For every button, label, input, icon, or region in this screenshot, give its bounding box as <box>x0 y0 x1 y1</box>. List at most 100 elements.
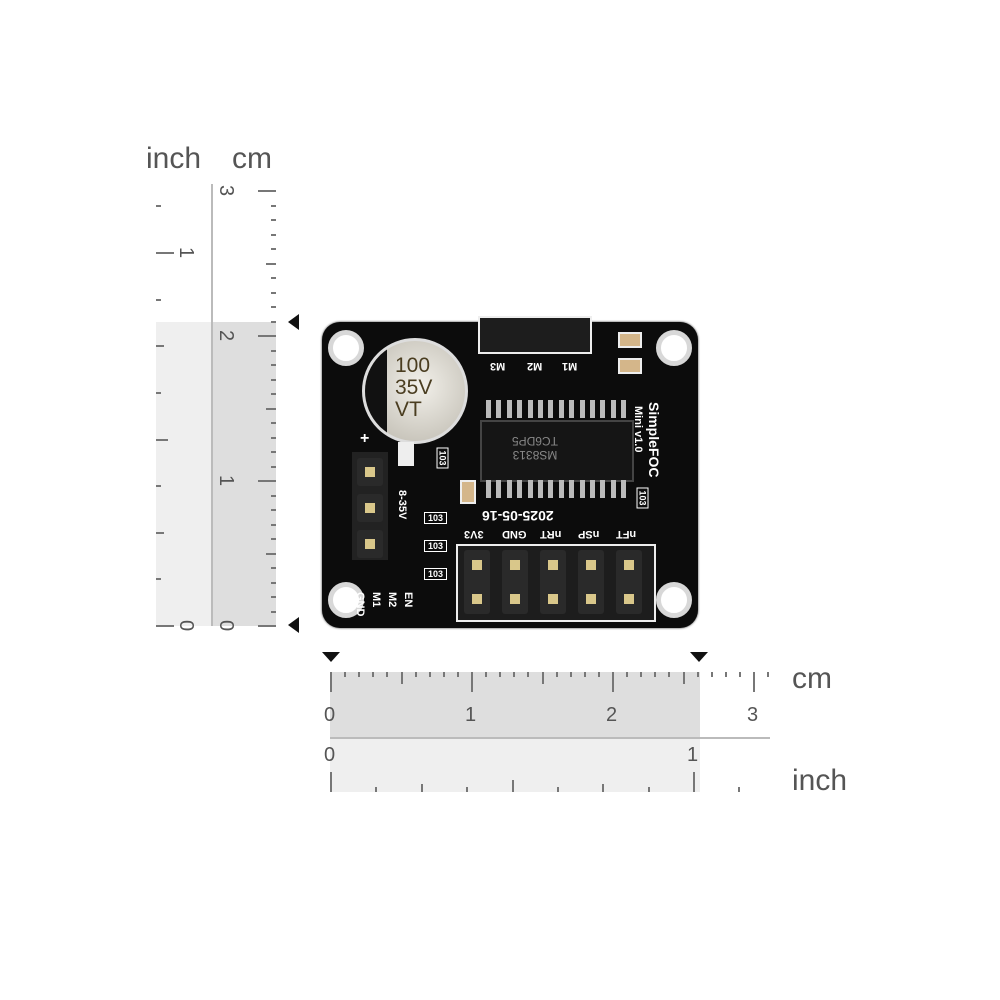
cm-tick <box>271 567 276 569</box>
mounting-hole <box>656 330 692 366</box>
cm-tick <box>456 672 459 677</box>
cm-tick <box>271 538 276 540</box>
header-pin-label: nFT <box>616 528 637 540</box>
chip-pin <box>569 480 575 498</box>
cm-tick <box>414 672 417 677</box>
cm-unit-label: cm <box>232 142 272 175</box>
cm-tick <box>428 672 431 677</box>
inch-number: 0 <box>175 619 198 632</box>
power-pin <box>357 458 383 486</box>
resistor: 103 <box>636 487 649 509</box>
chip-pin <box>610 400 616 418</box>
header-pin-pair <box>502 550 528 614</box>
power-label: GND <box>354 592 366 617</box>
chip-pin <box>590 400 595 418</box>
cm-tick <box>738 672 741 677</box>
cm-tick <box>271 581 276 584</box>
inch-shade <box>156 322 212 626</box>
cm-tick <box>485 672 488 677</box>
motor-label: M1 <box>562 360 578 372</box>
board-version: Mini v1.0 <box>632 406 644 453</box>
marker-right <box>690 652 708 662</box>
chip-pin <box>496 480 502 498</box>
inch-tick <box>156 252 174 254</box>
chip-pin <box>486 400 491 418</box>
capacitor-value: 100 <box>395 354 431 377</box>
smd-capacitor <box>460 480 476 504</box>
inch-number: 1 <box>175 246 198 259</box>
cm-tick <box>266 552 276 555</box>
cm-tick <box>654 672 657 677</box>
cm-tick <box>710 672 713 677</box>
mounting-hole <box>328 582 364 618</box>
cm-tick <box>555 672 558 677</box>
cm-tick <box>767 672 770 677</box>
cm-tick <box>527 672 530 677</box>
header-pin-pair <box>616 550 642 614</box>
smd-component <box>618 332 642 348</box>
inch-number: 1 <box>687 744 699 766</box>
cm-tick <box>753 672 755 692</box>
board-title: SimpleFOC <box>646 402 662 478</box>
cm-shade <box>330 672 700 738</box>
cm-tick <box>724 672 727 677</box>
motor-label: M2 <box>527 360 543 372</box>
chip-pin <box>506 400 512 418</box>
cm-number: 2 <box>606 704 618 726</box>
cm-tick <box>499 672 502 677</box>
header-pin-label: 3V3 <box>464 528 484 540</box>
cm-tick <box>271 610 276 613</box>
chip-pin <box>558 480 564 498</box>
inch-shade <box>330 738 700 792</box>
electrolytic-capacitor: 100 35V VT <box>362 338 468 444</box>
chip-pin <box>527 400 533 418</box>
led <box>398 442 414 466</box>
header-pin-pair <box>540 550 566 614</box>
cm-tick <box>668 672 671 677</box>
motor-label: M3 <box>490 360 506 372</box>
cm-tick <box>266 407 276 410</box>
cm-tick <box>271 422 276 424</box>
cm-tick <box>541 672 544 684</box>
cm-tick <box>271 320 276 323</box>
cm-tick <box>271 465 276 468</box>
chip-pin <box>517 480 523 498</box>
chip-pin <box>579 400 585 418</box>
cm-shade <box>212 322 276 626</box>
cm-tick <box>513 672 516 677</box>
inch-tick <box>156 298 161 301</box>
chip-pin <box>506 480 512 498</box>
power-pin <box>357 494 383 522</box>
power-label: M2 <box>386 592 398 608</box>
inch-tick <box>156 625 174 627</box>
inch-unit-label: inch <box>792 764 848 797</box>
cm-tick <box>569 672 572 677</box>
cm-number: 0 <box>324 704 336 726</box>
inch-tick <box>330 772 332 792</box>
cm-tick <box>266 262 276 265</box>
cm-tick <box>271 364 276 366</box>
chip-pin <box>538 400 543 418</box>
header-pin-label: nSP <box>578 528 600 540</box>
cm-tick <box>597 672 600 677</box>
resistor: 103 <box>424 512 448 524</box>
ruler-divider <box>330 737 770 739</box>
chip-pin <box>590 480 595 498</box>
inch-tick <box>156 485 161 488</box>
cm-tick <box>271 509 276 511</box>
capacitor-series: VT <box>395 398 422 421</box>
chip-pin <box>558 400 564 418</box>
inch-unit-label: inch <box>146 142 202 175</box>
cm-number: 0 <box>215 619 238 632</box>
inch-tick <box>693 772 695 792</box>
mounting-hole <box>656 582 692 618</box>
cm-tick <box>583 672 586 677</box>
inch-tick <box>556 787 559 792</box>
chip-pin <box>517 400 523 418</box>
cm-tick <box>400 672 403 684</box>
cm-number: 3 <box>215 184 238 197</box>
ruler-divider <box>211 184 213 626</box>
chip-pin <box>538 480 543 498</box>
